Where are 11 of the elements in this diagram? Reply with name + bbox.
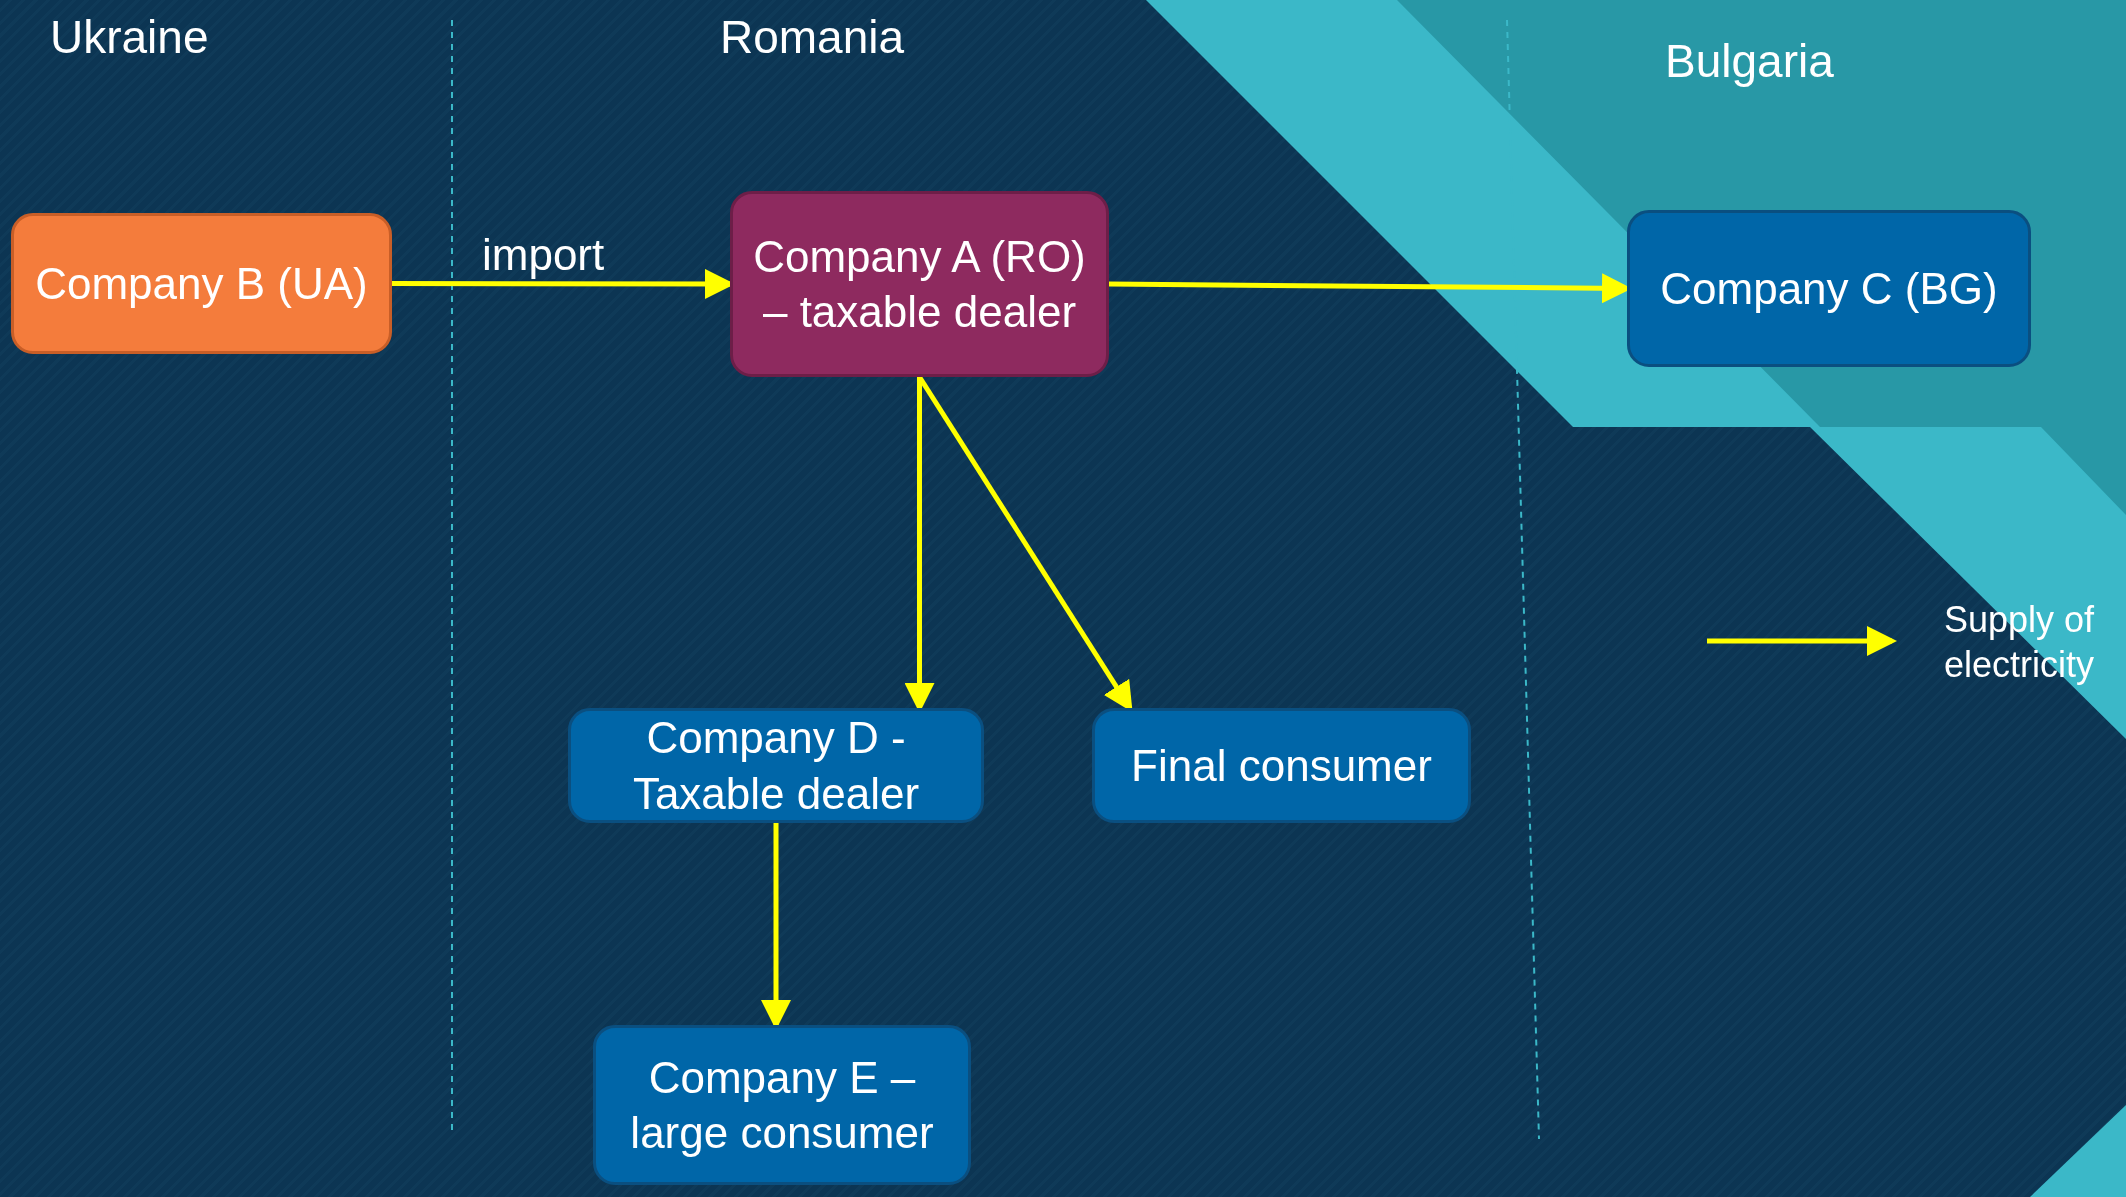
company-box: Company A (RO) – taxable dealer [730,191,1109,377]
legend-text: Supply of electricity [1944,598,2096,687]
country-label: Romania [720,10,905,64]
country-label: Bulgaria [1665,34,1834,88]
company-box: Company B (UA) [11,213,392,354]
company-box: Company E – large consumer [593,1025,971,1185]
edge-label: import [482,230,605,280]
country-label: Ukraine [50,10,209,64]
company-box: Company D - Taxable dealer [568,708,984,823]
company-box: Company C (BG) [1627,210,2031,367]
company-box: Final consumer [1092,708,1471,823]
